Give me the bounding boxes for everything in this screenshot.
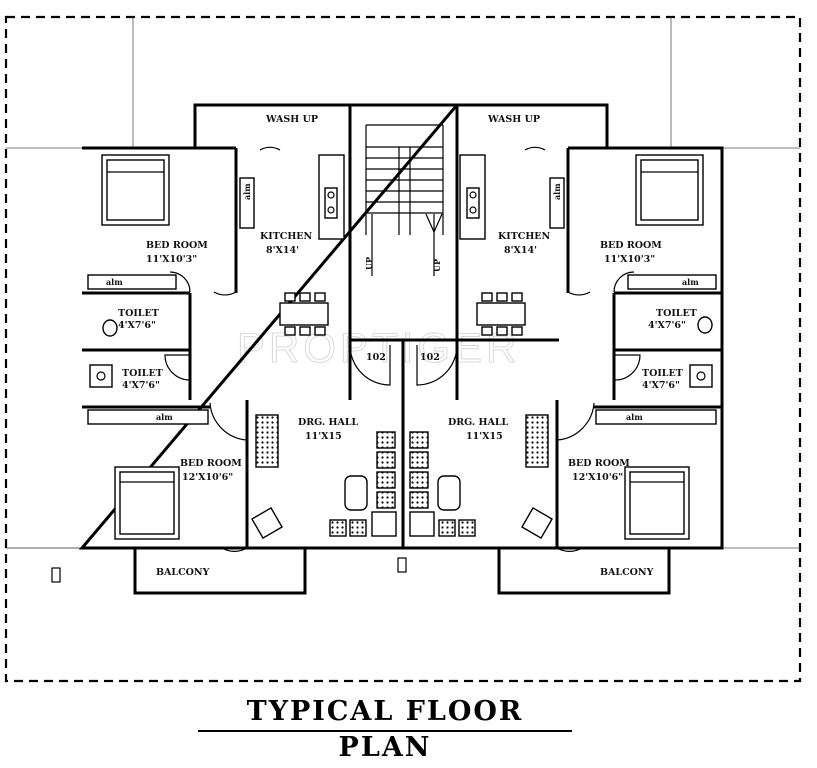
right-bed-room-1-label: BED ROOM (600, 240, 662, 251)
right-bed1-almirah-label: alm (682, 277, 699, 287)
right-bed-room-2-label: BED ROOM (568, 458, 630, 469)
left-unit (82, 146, 397, 595)
left-bed-room-1-label: BED ROOM (146, 240, 208, 251)
right-kitchen-size: 8'X14' (504, 245, 537, 256)
left-kitchen-size: 8'X14' (266, 245, 299, 256)
left-bed1-almirah-label: alm (106, 277, 123, 287)
marker-left (51, 567, 61, 583)
left-drg-hall-size: 11'X15 (305, 431, 342, 442)
stairs-up-left: UP (364, 257, 374, 270)
left-door-number: 102 (366, 352, 386, 363)
right-toilet-1-size: 4'X7'6" (648, 320, 686, 331)
right-wash-up-label: WASH UP (487, 114, 540, 125)
right-kitchen-almirah-label: alm (552, 183, 562, 200)
left-kitchen-label: KITCHEN (260, 231, 313, 242)
left-drg-hall-label: DRG. HALL (298, 417, 359, 428)
plot-boundary (4, 15, 802, 683)
left-toilet-1-label: TOILET (118, 308, 159, 319)
stairs-up-right: UP (432, 259, 442, 272)
right-bed2-almirah-label: alm (626, 412, 643, 422)
left-bed-room-1-size: 11'X10'3" (146, 254, 197, 265)
right-kitchen-label: KITCHEN (498, 231, 551, 242)
staircase: UP UP (350, 124, 559, 342)
left-balcony-label: BALCONY (156, 567, 210, 578)
left-bed2-almirah-label: alm (156, 412, 173, 422)
plan-title-underline (198, 730, 572, 732)
right-toilet-2-size: 4'X7'6" (642, 380, 680, 391)
right-bed-room-2-size: 12'X10'6" (572, 472, 623, 483)
right-drg-hall-label: DRG. HALL (448, 417, 509, 428)
right-toilet-1-label: TOILET (656, 308, 697, 319)
right-balcony-label: BALCONY (600, 567, 654, 578)
right-door-number: 102 (420, 352, 440, 363)
right-toilet-2-label: TOILET (642, 368, 683, 379)
left-bed-room-2-label: BED ROOM (180, 458, 242, 469)
left-toilet-1-size: 4'X7'6" (118, 320, 156, 331)
left-bed-room-2-size: 12'X10'6" (182, 472, 233, 483)
left-wash-up-label: WASH UP (265, 114, 318, 125)
watermark: PROPTIGER (237, 324, 520, 371)
left-toilet-2-label: TOILET (122, 368, 163, 379)
marker-center (397, 557, 407, 573)
right-drg-hall-size: 11'X15 (466, 431, 503, 442)
left-toilet-2-size: 4'X7'6" (122, 380, 160, 391)
right-unit (409, 146, 722, 595)
setback-lines (6, 17, 800, 549)
left-kitchen-almirah-label: alm (242, 183, 252, 200)
right-bed-room-1-size: 11'X10'3" (604, 254, 655, 265)
plan-title: TYPICAL FLOOR PLAN (246, 696, 524, 763)
